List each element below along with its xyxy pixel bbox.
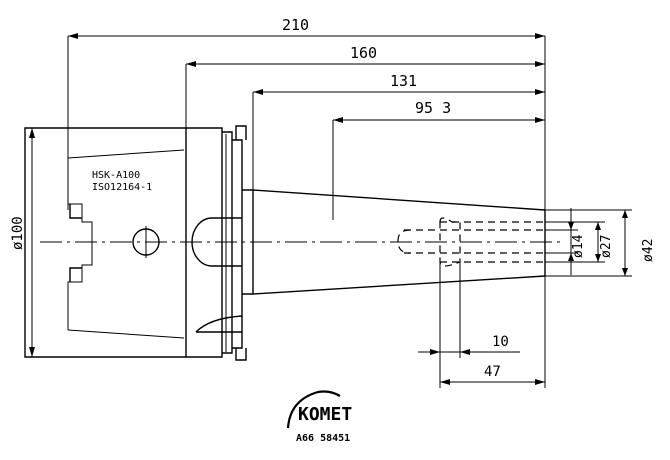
logo-brand: KOMET	[298, 404, 352, 425]
dimension-dia-42-label: ø42	[641, 239, 656, 262]
dimension-160: 160	[186, 44, 545, 67]
logo-part-number: A66 58451	[296, 433, 350, 444]
dimension-dia-100-label: ø100	[10, 216, 26, 250]
dimension-210: 210	[68, 16, 545, 39]
dimension-160-label: 160	[350, 44, 377, 62]
dimension-131: 131	[253, 72, 545, 95]
dimension-dia-14-label: ø14	[571, 234, 586, 258]
dimension-dia-27: ø27	[545, 221, 614, 263]
dimension-dia-42: ø42	[545, 209, 656, 277]
dimension-95-3: 95 3	[333, 99, 545, 123]
dimension-131-label: 131	[390, 72, 417, 90]
logo-arc-icon	[286, 390, 341, 429]
interface-label: HSK-A100	[92, 170, 140, 181]
dimension-47-label: 47	[484, 364, 501, 380]
dimension-210-label: 210	[282, 16, 309, 34]
standard-label: ISO12164-1	[92, 182, 152, 193]
bore-hidden-lines	[397, 217, 545, 267]
dimension-47: 47	[439, 358, 545, 388]
dimension-dia-14: ø14	[545, 208, 586, 275]
dimension-10: 10	[418, 262, 520, 358]
dimension-95-3-label: 95 3	[415, 99, 451, 117]
dimension-10-label: 10	[492, 334, 509, 350]
komet-logo: KOMET A66 58451	[286, 390, 352, 444]
flange-collar	[186, 125, 247, 361]
dimension-dia-27-label: ø27	[599, 235, 614, 258]
